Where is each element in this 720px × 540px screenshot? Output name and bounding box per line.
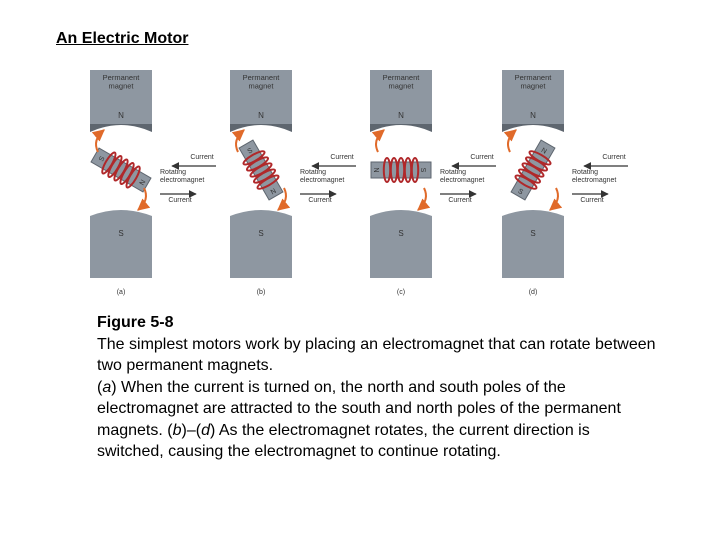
rotation-arrow (137, 187, 151, 211)
current-out-label: Current (580, 197, 603, 204)
permanent-magnet-top (502, 70, 564, 124)
permanent-magnet-top (370, 70, 432, 124)
caption-part-a-text: When the current is turned on, the north… (97, 378, 621, 439)
em-pole-bottom-label: N (372, 167, 379, 172)
current-in-label: Current (470, 154, 493, 161)
rotating-electromagnet: SN (370, 157, 432, 183)
pole-south-label: S (118, 229, 123, 238)
permanent-magnet-bottom (370, 210, 432, 278)
em-pole-bottom-label: S (516, 188, 524, 197)
magnet-top-face (90, 124, 152, 132)
caption-line1: The simplest motors work by placing an e… (97, 335, 656, 375)
rotation-arrow (91, 129, 105, 153)
current-in-label: Current (330, 154, 353, 161)
pole-north-label: N (530, 111, 536, 120)
part-b-label: b (172, 421, 182, 439)
permanent-magnet-top (230, 70, 292, 124)
caption-part-bd-text: As the electromagnet rotates, the curren… (97, 421, 590, 461)
rotation-arrow (277, 187, 291, 211)
rotating-electromagnet: NS (510, 139, 556, 201)
rotating-electromagnet: SN (90, 147, 152, 193)
rotation-arrow (549, 187, 563, 211)
em-pole-top-label: N (540, 147, 548, 156)
em-pole-top-label: S (419, 168, 426, 173)
rotation-arrow (503, 129, 517, 153)
part-d-label: d (201, 421, 210, 439)
pole-north-label: N (398, 111, 404, 120)
figure-caption: Figure 5-8 The simplest motors work by p… (97, 312, 657, 463)
electromagnet-core (370, 161, 432, 179)
current-in-label: Current (190, 154, 213, 161)
current-out-label: Current (168, 197, 191, 204)
electromagnet-core (238, 139, 284, 201)
rotating-electromagnet: SN (238, 139, 284, 201)
panel-sublabel: (d) (529, 289, 538, 296)
rotation-arrow (371, 129, 385, 153)
magnet-top-face (230, 124, 292, 132)
current-out-label: Current (448, 197, 471, 204)
panel-sublabel: (b) (257, 289, 266, 296)
coil-winding (382, 157, 392, 183)
coil-winding (256, 174, 280, 190)
pole-south-label: S (530, 229, 535, 238)
permanent-magnet-bottom (502, 210, 564, 278)
magnet-top-face (502, 124, 564, 132)
magnet-top-face (370, 124, 432, 132)
panel-sublabel: (c) (397, 289, 405, 296)
part-a-label: a (102, 378, 112, 396)
em-pole-top-label: S (246, 147, 254, 156)
coil-winding (514, 174, 538, 190)
figure-label: Figure 5-8 (97, 314, 174, 331)
part-dash: – (186, 421, 196, 439)
coil-winding (125, 165, 141, 189)
permanent-magnet-top (90, 70, 152, 124)
pole-south-label: S (398, 229, 403, 238)
current-in-label: Current (602, 154, 625, 161)
caption-part-bd: (b)–(d) (167, 421, 216, 439)
rotation-arrow (417, 187, 431, 211)
pole-south-label: S (258, 229, 263, 238)
panel-sublabel: (a) (117, 289, 126, 296)
rotation-arrow (231, 129, 245, 153)
pole-north-label: N (118, 111, 124, 120)
pole-north-label: N (258, 111, 264, 120)
current-out-label: Current (308, 197, 331, 204)
electromagnet-core (90, 147, 152, 193)
slide-title: An Electric Motor (56, 30, 189, 47)
em-pole-top-label: S (98, 155, 107, 163)
permanent-magnet-bottom (90, 210, 152, 278)
permanent-magnet-bottom (230, 210, 292, 278)
caption-part-a: (a) (97, 378, 117, 396)
em-pole-bottom-label: N (139, 179, 148, 187)
electromagnet-core (510, 139, 556, 201)
em-pole-bottom-label: N (270, 188, 278, 197)
